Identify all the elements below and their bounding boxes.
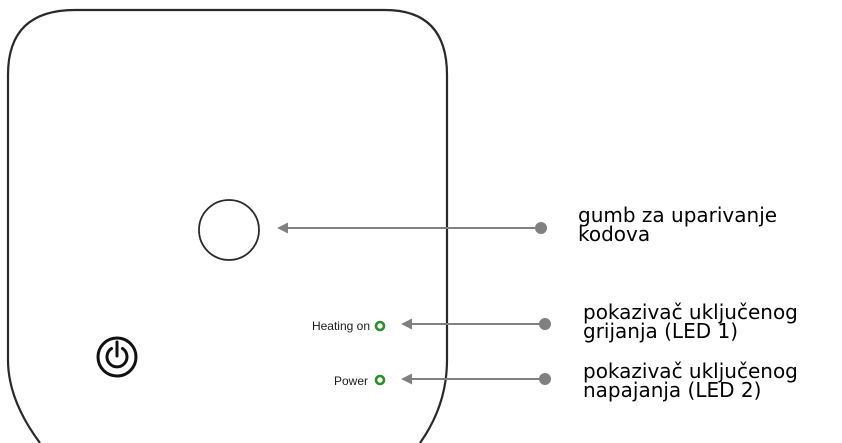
power-icon[interactable] [96,336,138,378]
led-power [374,374,386,386]
callout-led2-line2: napajanja (LED 2) [583,378,762,402]
callout-pairing-button: gumb za uparivanje kodova [578,203,778,246]
callout-led1-line1: pokazivač uključenog [583,300,798,324]
power-label: Power [334,374,368,388]
callout-led2: pokazivač uključenog napajanja (LED 2) [583,359,798,402]
arrow-led2 [401,373,551,385]
callout-pairing-line2: kodova [578,222,651,246]
pairing-button[interactable] [198,199,260,261]
callout-led2-line1: pokazivač uključenog [583,359,798,383]
led-heating-on [374,320,386,332]
arrow-led1 [401,318,551,330]
heating-on-label: Heating on [312,319,370,333]
callout-led1: pokazivač uključenog grijanja (LED 1) [583,300,798,343]
callout-led1-line2: grijanja (LED 1) [583,319,738,343]
arrow-pairing-button [277,222,547,234]
callout-pairing-line1: gumb za uparivanje [578,203,778,227]
